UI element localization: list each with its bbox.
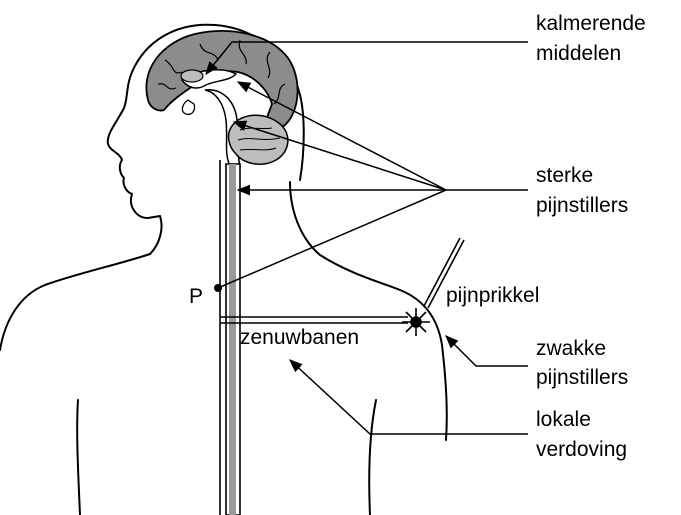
- right-neck-shoulder: [290, 182, 447, 440]
- label-point-p: P: [189, 285, 203, 308]
- label-lokale-1: lokale: [536, 408, 591, 431]
- label-zwakke-1: zwakke: [536, 337, 606, 360]
- label-sterke-2: pijnstillers: [536, 194, 628, 217]
- label-kalmerende-1: kalmerende: [536, 12, 646, 35]
- left-shoulder: [0, 254, 150, 350]
- pituitary: [182, 100, 194, 114]
- weak-painkillers-arrow: [446, 336, 528, 366]
- right-arm-crease: [369, 400, 376, 515]
- label-zwakke-2: pijnstillers: [536, 366, 628, 389]
- thalamus: [181, 70, 203, 82]
- brain: [146, 31, 297, 166]
- strong-painkillers-line-p: [218, 190, 446, 288]
- pain-burst-icon: [402, 308, 430, 336]
- pointer-lines: [206, 42, 528, 434]
- label-lokale-2: verdoving: [536, 438, 627, 461]
- spinal-cord: [220, 160, 240, 515]
- label-zenuwbanen: zenuwbanen: [240, 326, 359, 349]
- local-anesthesia-arrow: [290, 360, 528, 434]
- label-kalmerende-2: middelen: [536, 42, 621, 65]
- left-arm-crease: [77, 400, 80, 515]
- label-pijnprikkel: pijnprikkel: [446, 284, 539, 307]
- label-sterke-1: sterke: [536, 164, 593, 187]
- spinal-cord-core: [229, 164, 236, 515]
